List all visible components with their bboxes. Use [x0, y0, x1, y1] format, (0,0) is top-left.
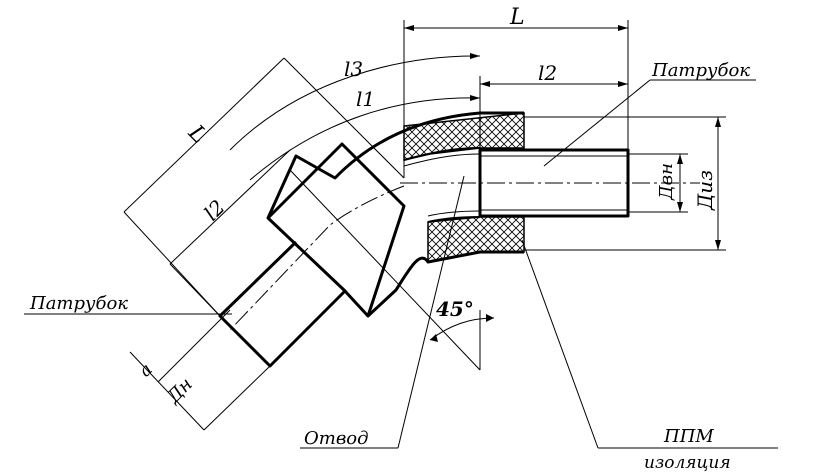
label-izolyaciya: изоляция [644, 453, 731, 473]
label-left-L: L [183, 120, 212, 149]
label-angle: 45° [436, 297, 474, 321]
elbow-left-flange [266, 142, 406, 317]
insulation-upper [403, 112, 525, 161]
label-patrubok-right: Патрубок [651, 60, 750, 81]
label-ppm: ППМ [663, 426, 714, 447]
label-top-l2: l2 [538, 61, 557, 85]
label-otvod: Отвод [304, 428, 369, 449]
label-d-iz: Диз [693, 170, 717, 211]
elbow-inner-pipe-top-2 [403, 153, 481, 167]
label-l3: l3 [344, 57, 363, 81]
label-patrubok-left: Патрубок [29, 293, 128, 314]
label-d-vn: Двн [656, 163, 677, 201]
dim-l3-arc [229, 55, 481, 151]
label-left-l2: l2 [199, 195, 229, 225]
label-a: a [135, 360, 156, 381]
left-nozzle [218, 240, 348, 368]
elbow-inner-pipe-bottom-2 [427, 210, 481, 217]
center-line-elbow [229, 185, 405, 331]
dim-l1-arc [249, 97, 481, 181]
elbow-outer-casing [266, 111, 524, 318]
label-top-L: L [509, 5, 525, 30]
label-d-n: Дн [163, 374, 197, 408]
angle-arc [429, 317, 495, 341]
elbow-inner-pipe-top [403, 147, 481, 161]
label-l1: l1 [356, 87, 375, 111]
insulation-lower [427, 216, 525, 263]
